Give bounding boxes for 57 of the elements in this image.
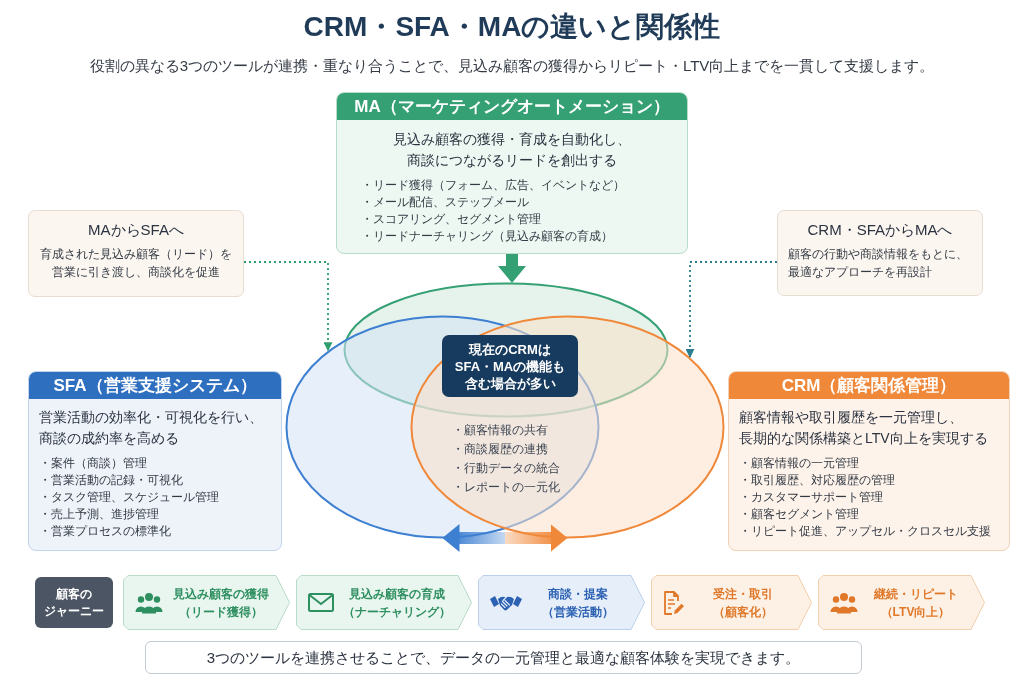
step-subtitle: （顧客化） <box>712 603 773 621</box>
bullet-item: ・顧客情報の一元管理 <box>739 455 859 472</box>
bullet-item: ・顧客情報の共有 <box>452 422 548 439</box>
card-heading: MA（マーケティングオートメーション） <box>337 93 687 120</box>
summary-banner: 3つのツールを連携させることで、データの一元管理と最適な顧客体験を実現できます。 <box>145 641 862 674</box>
step-subtitle: （ナーチャリング） <box>343 603 451 621</box>
bullet-item: ・売上予測、進捗管理 <box>39 506 159 523</box>
journey-step <box>478 575 645 630</box>
step-subtitle: （リード獲得） <box>178 603 263 621</box>
bullet-item: ・カスタマーサポート管理 <box>739 489 883 506</box>
bullet-item: ・タスク管理、スケジュール管理 <box>39 489 219 506</box>
card-heading: SFA（営業支援システム） <box>29 372 281 399</box>
dotted-arrow <box>685 261 778 359</box>
dotted-arrow <box>243 261 333 353</box>
info-card <box>336 92 688 254</box>
step-subtitle: （LTV向上） <box>880 603 951 621</box>
note-text: 顧客の行動や商談情報をもとに、最適なアプローチを再設計 <box>787 246 969 281</box>
note-text: 育成された見込み顧客（リード）を営業に引き渡し、商談化を促進 <box>39 246 233 281</box>
note-card <box>28 210 244 297</box>
journey-step <box>296 575 472 630</box>
subtitle-text: 役割の異なる3つのツールが連携・重なり合うことで、見込み顧客の獲得からリピート・LTV向上までを一貫して支援します。 <box>89 56 935 76</box>
journey-step <box>123 575 290 630</box>
arrow <box>498 254 526 283</box>
bullet-item: ・リピート促進、アップセル・クロスセル支援 <box>739 523 991 540</box>
step-title: 見込み顧客の獲得 <box>172 585 269 603</box>
bullet-item: ・案件（商談）管理 <box>39 455 147 472</box>
bullet-item: ・営業プロセスの標準化 <box>39 523 171 540</box>
bullet-item: ・取引履歴、対応履歴の管理 <box>739 472 895 489</box>
summary-text: 見込み顧客の獲得・育成を自動化し、商談につながるリードを創出する <box>392 130 632 170</box>
step-title: 受注・取引 <box>712 585 773 603</box>
bullet-item: ・リードナーチャリング（見込み顧客の育成） <box>361 228 613 245</box>
step-title: 見込み顧客の育成 <box>349 585 445 603</box>
double-arrow <box>442 524 568 552</box>
journey-step <box>651 575 812 630</box>
info-card <box>728 371 1010 551</box>
note-card <box>777 210 983 296</box>
note-title: CRM・SFAからMAへ <box>807 220 953 240</box>
step-title: 継続・リピート <box>873 585 958 603</box>
summary-text: 顧客情報や取引履歴を一元管理し、長期的な関係構築とLTV向上を実現する <box>739 408 989 448</box>
callout-box: 現在のCRMはSFA・MAの機能も含む場合が多い <box>442 335 578 397</box>
bullet-item: ・行動データの統合 <box>452 460 560 477</box>
bullet-item: ・スコアリング、セグメント管理 <box>361 211 541 228</box>
bullet-item: ・商談履歴の連携 <box>452 441 548 458</box>
bullet-item: ・リード獲得（フォーム、広告、イベントなど） <box>361 177 625 194</box>
card-heading: CRM（顧客関係管理） <box>729 372 1009 399</box>
step-title: 商談・提案 <box>547 585 608 603</box>
note-title: MAからSFAへ <box>88 220 184 240</box>
bullet-item: ・営業活動の記録・可視化 <box>39 472 183 489</box>
bullet-item: ・顧客セグメント管理 <box>739 506 859 523</box>
page-title: CRM・SFA・MAの違いと関係性 <box>303 10 721 44</box>
journey-step <box>818 575 985 630</box>
step-subtitle: （営業活動） <box>541 603 614 621</box>
bullet-item: ・メール配信、ステップメール <box>361 194 529 211</box>
summary-text: 営業活動の効率化・可視化を行い、商談の成約率を高める <box>39 408 264 448</box>
info-card <box>28 371 282 551</box>
stage-label: 顧客のジャーニー <box>35 577 113 628</box>
bullet-item: ・レポートの一元化 <box>452 479 560 496</box>
